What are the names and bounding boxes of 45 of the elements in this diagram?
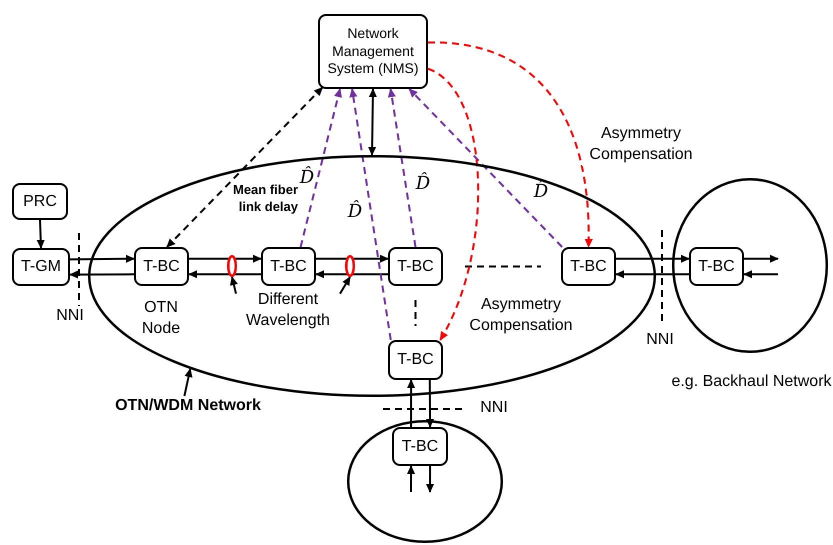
clock-node-box: T-BC (392, 427, 448, 466)
arrow (188, 270, 261, 278)
arrow (166, 86, 324, 248)
arrow (407, 379, 416, 427)
arrow (406, 465, 416, 492)
annotation-text: Different Wavelength (236, 290, 340, 336)
clock-node-box: T-BC (261, 247, 316, 286)
management-system-box: Network Management System (NMS) (318, 14, 428, 89)
node-caption: OTN Node (140, 298, 182, 339)
arrow (426, 380, 434, 428)
arrow (36, 220, 45, 249)
network-label: OTN/WDM Network (98, 396, 278, 418)
arrow (615, 270, 689, 278)
network-label: e.g. Backhaul Network (670, 372, 833, 392)
arrow (69, 270, 134, 279)
arrow (349, 88, 392, 340)
connector-line (465, 266, 541, 268)
leader-line (339, 276, 351, 294)
arrow (300, 88, 342, 248)
arrow (428, 68, 479, 341)
arrow (408, 88, 563, 248)
annotation-text: Mean fiber link delay (232, 182, 298, 216)
connector-line (414, 300, 416, 326)
arrow (368, 88, 377, 156)
arrow (315, 270, 388, 278)
leader-line (183, 368, 192, 396)
clock-node-box: T-BC (561, 247, 616, 286)
clock-node-box: T-BC (388, 247, 443, 286)
arrow (388, 88, 416, 248)
edge-label: D̂ (346, 200, 364, 224)
edge-label: D̂ (414, 172, 432, 196)
arrow (189, 254, 262, 263)
arrow (70, 254, 135, 263)
clock-node-box: T-BC (689, 247, 744, 286)
arrow (426, 466, 434, 493)
arrow (616, 254, 690, 263)
clock-node-box: T-BC (388, 340, 443, 380)
clock-node-box: PRC (12, 183, 68, 220)
arrow (743, 270, 778, 278)
arrow (744, 254, 779, 263)
arrow (428, 42, 592, 248)
arrow (316, 254, 389, 263)
leader-line (230, 276, 238, 294)
clock-node-box: T-GM (12, 248, 70, 286)
edge-label: D̂ (299, 166, 315, 190)
